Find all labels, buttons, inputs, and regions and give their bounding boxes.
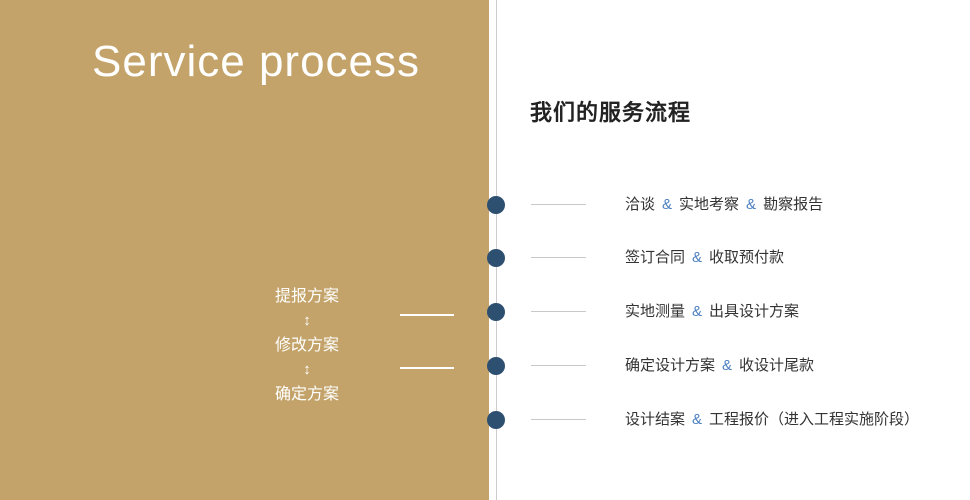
ampersand-separator: &: [692, 303, 703, 320]
plan-step-submit: 提报方案: [274, 288, 339, 305]
timeline-dot: [487, 196, 505, 214]
timeline-item-phrase: 收设计尾款: [739, 357, 815, 374]
timeline-row: 确定设计方案&收设计尾款: [0, 357, 970, 375]
left-panel: Service process 提报方案 ↕ 修改方案 ↕ 确定方案: [0, 0, 489, 500]
timeline-row: 洽谈&实地考察&勘察报告: [0, 196, 970, 214]
timeline-row: 实地测量&出具设计方案: [0, 303, 970, 321]
page-title-cn: 我们的服务流程: [530, 100, 692, 125]
up-down-arrow-icon: ↕: [303, 312, 311, 329]
ampersand-separator: &: [746, 196, 757, 213]
timeline-item-phrase: 勘察报告: [763, 196, 824, 213]
ampersand-separator: &: [662, 196, 673, 213]
tick-line: [531, 365, 586, 366]
tick-line: [531, 204, 586, 205]
plan-step-confirm: 确定方案: [274, 386, 339, 403]
timeline-dot: [487, 357, 505, 375]
timeline-item-label: 签订合同&收取预付款: [625, 249, 784, 267]
timeline-item-phrase: 洽谈: [625, 196, 656, 213]
ampersand-separator: &: [692, 249, 703, 266]
up-down-arrow-icon: ↕: [303, 361, 311, 378]
tick-line: [531, 311, 586, 312]
timeline-dot: [487, 249, 505, 267]
timeline-item-label: 洽谈&实地考察&勘察报告: [625, 196, 823, 214]
timeline-item-phrase: 收取预付款: [709, 249, 785, 266]
timeline-row: 签订合同&收取预付款: [0, 249, 970, 267]
tick-line: [531, 257, 586, 258]
tick-line: [531, 419, 586, 420]
ampersand-separator: &: [692, 411, 703, 428]
timeline-item-phrase: 签订合同: [625, 249, 686, 266]
ampersand-separator: &: [722, 357, 733, 374]
timeline-item-phrase: 实地考察: [679, 196, 740, 213]
connector-dash: [400, 367, 454, 369]
timeline-item-phrase: 出具设计方案: [709, 303, 800, 320]
timeline-row: 设计结案&工程报价（进入工程实施阶段）: [0, 411, 970, 429]
timeline-item-phrase: 确定设计方案: [625, 357, 716, 374]
timeline-item-label: 实地测量&出具设计方案: [625, 303, 799, 321]
page-title-en: Service process: [92, 37, 421, 86]
plan-revision-flow: 提报方案 ↕ 修改方案 ↕ 确定方案: [247, 284, 367, 407]
timeline-item-label: 确定设计方案&收设计尾款: [625, 357, 814, 375]
timeline-item-label: 设计结案&工程报价（进入工程实施阶段）: [625, 411, 919, 429]
plan-step-revise: 修改方案: [274, 337, 339, 354]
connector-dash: [400, 314, 454, 316]
timeline-dot: [487, 411, 505, 429]
timeline-dot: [487, 303, 505, 321]
timeline-item-phrase: 工程报价（进入工程实施阶段）: [709, 411, 920, 428]
timeline-item-phrase: 设计结案: [625, 411, 686, 428]
timeline-item-phrase: 实地测量: [625, 303, 686, 320]
